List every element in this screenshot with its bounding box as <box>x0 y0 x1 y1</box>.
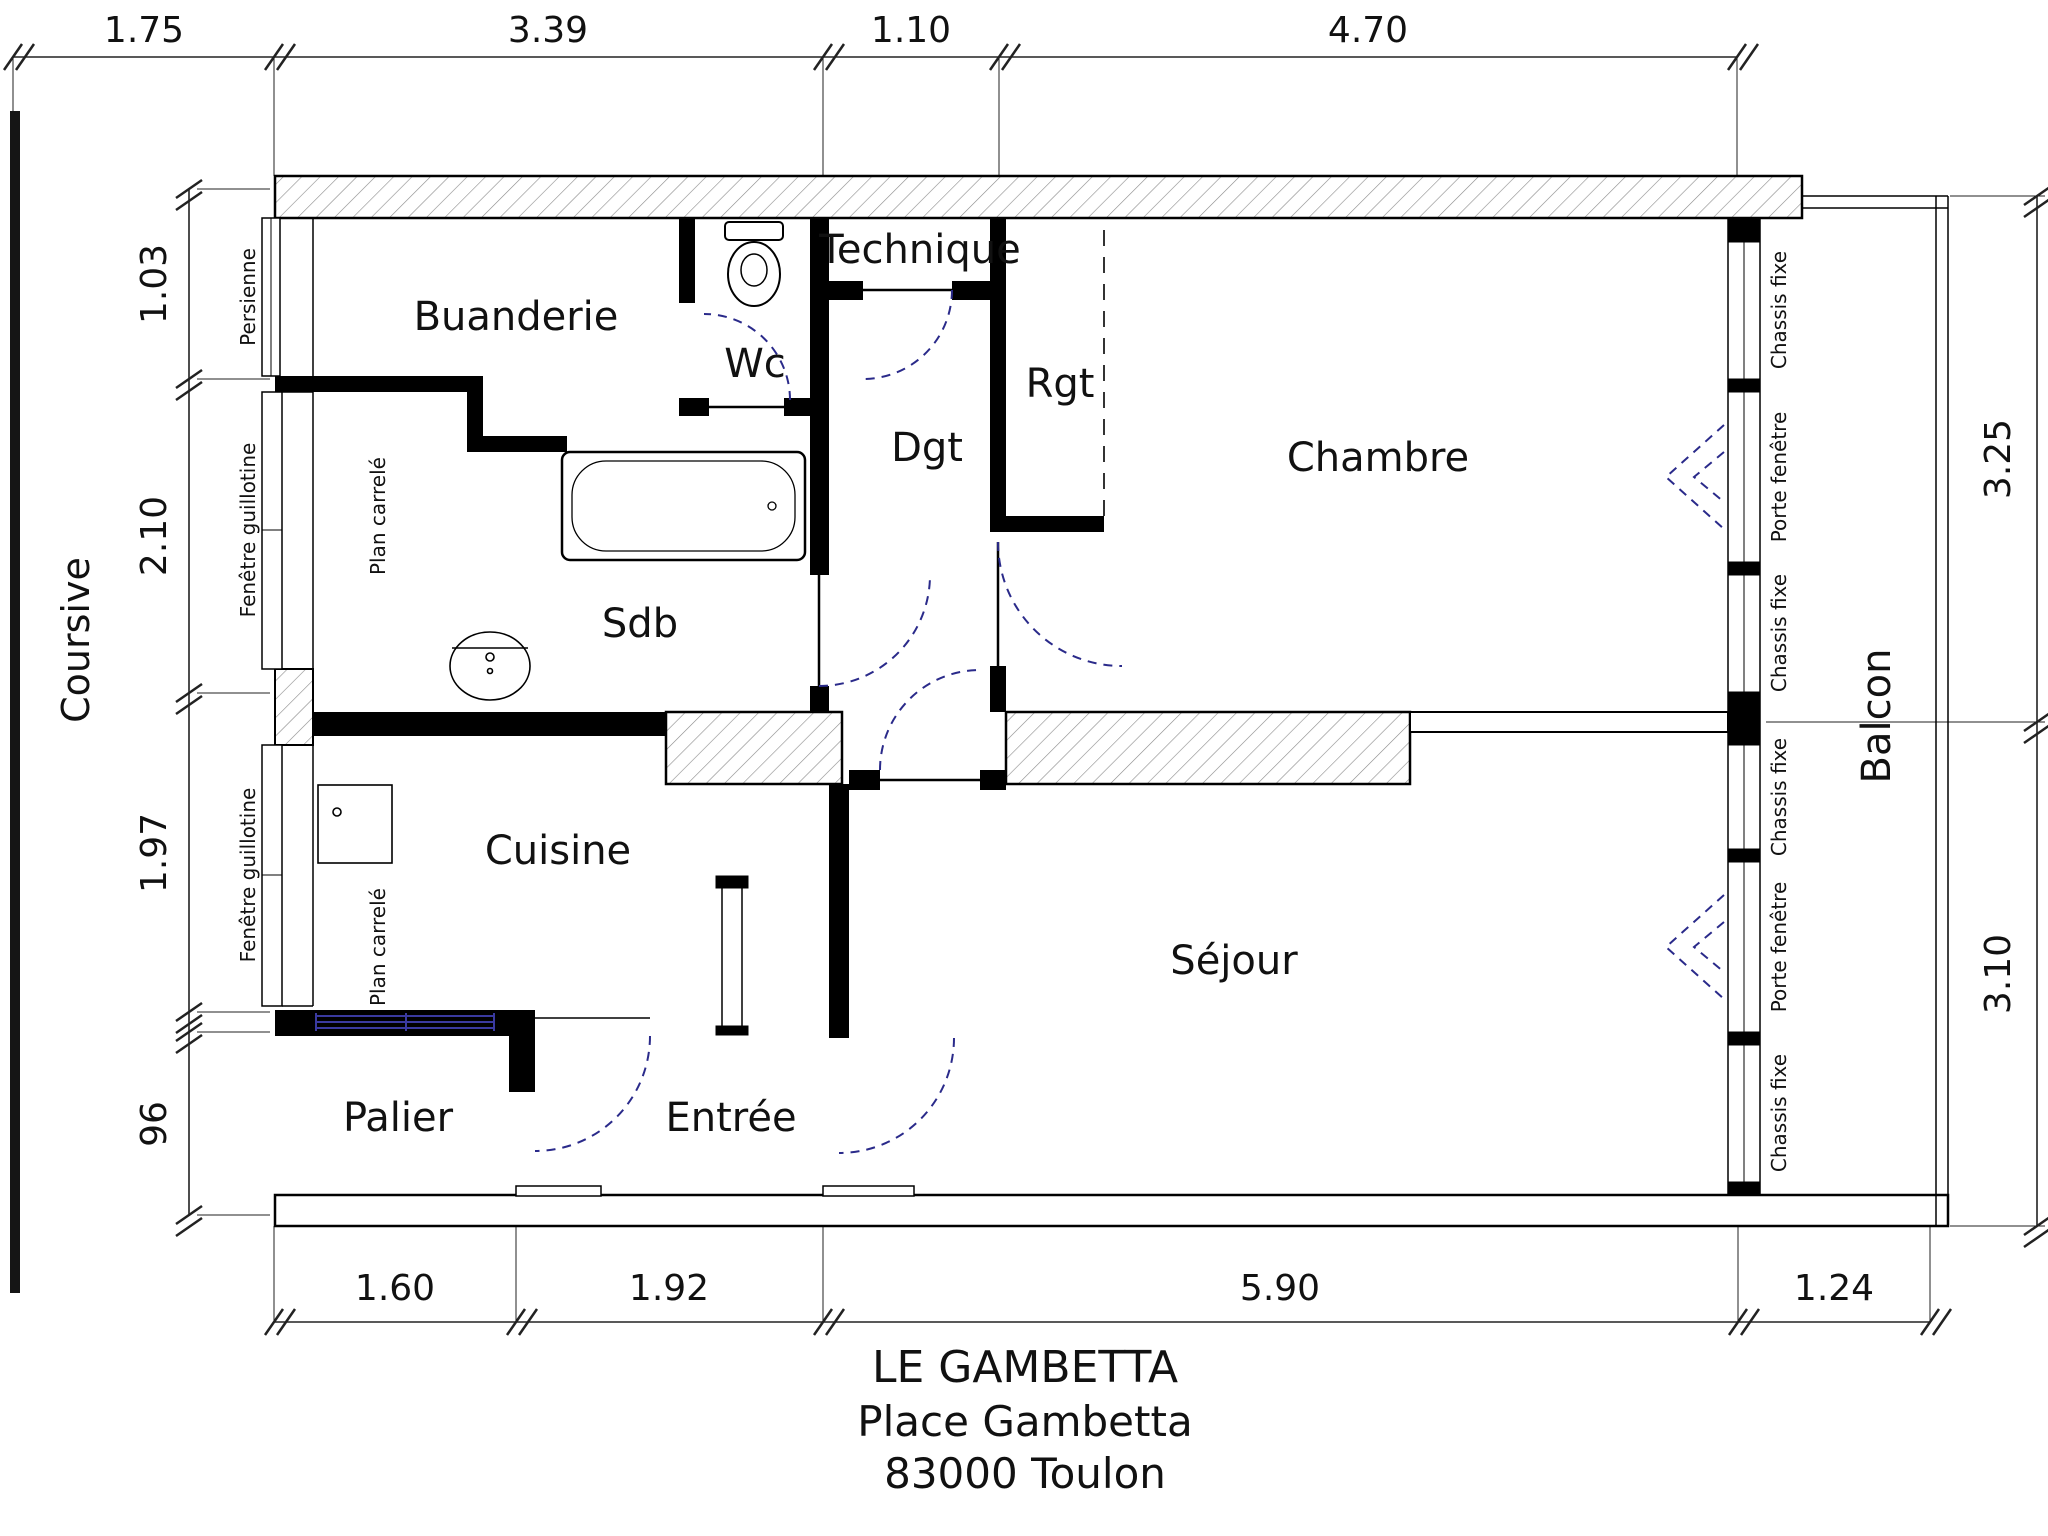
dimension-right: 3.25 3.10 <box>1766 185 2048 1249</box>
label-plan-carrele-1: Plan carrelé <box>366 457 390 575</box>
label-sejour: Séjour <box>1170 938 1298 984</box>
label-fenetre-guillotine-1: Fenêtre guillotine <box>236 443 260 618</box>
dim-right-2: 3.10 <box>1978 934 2019 1014</box>
dim-bottom-1: 1.60 <box>355 1268 435 1309</box>
title-block: LE GAMBETTA Place Gambetta 83000 Toulon <box>857 1342 1192 1498</box>
label-chassis-fixe-1: Chassis fixe <box>1767 251 1791 369</box>
label-plan-carrele-2: Plan carrelé <box>366 888 390 1006</box>
dim-bottom-4: 1.24 <box>1794 1268 1874 1309</box>
label-technique: Technique <box>818 227 1020 273</box>
dimension-top: 1.75 3.39 1.10 4.70 <box>2 10 1760 281</box>
dim-left-3: 1.97 <box>134 813 175 893</box>
label-persienne: Persienne <box>236 248 260 346</box>
dim-left-2: 2.10 <box>134 496 175 576</box>
label-rgt: Rgt <box>1026 361 1095 407</box>
title-building: LE GAMBETTA <box>872 1342 1178 1393</box>
bathtub-fixture <box>560 450 807 562</box>
right-window-wall <box>1727 217 1761 1196</box>
kitchen-unit <box>317 784 393 864</box>
left-windows <box>261 217 314 1007</box>
label-sdb: Sdb <box>602 601 678 647</box>
feature-labels: Persienne Fenêtre guillotine Fenêtre gui… <box>236 248 1791 1172</box>
dimension-bottom: 1.60 1.92 5.90 1.24 <box>263 1195 1953 1337</box>
label-cuisine: Cuisine <box>485 828 631 874</box>
dimension-left: 1.03 2.10 1.97 96 <box>134 178 270 1238</box>
label-chambre: Chambre <box>1287 435 1469 481</box>
pocket-door <box>715 875 749 1036</box>
kitchen-glazing <box>315 1013 495 1031</box>
toilet-fixture <box>724 221 784 307</box>
door-thresholds <box>515 1185 915 1197</box>
dim-bottom-2: 1.92 <box>629 1268 709 1309</box>
dim-left-4: 96 <box>134 1101 175 1147</box>
outer-walls <box>273 174 1950 1228</box>
dim-bottom-3: 5.90 <box>1240 1268 1320 1309</box>
dim-left-1: 1.03 <box>134 244 175 324</box>
label-dgt: Dgt <box>891 425 963 471</box>
label-entree: Entrée <box>665 1095 796 1141</box>
label-buanderie: Buanderie <box>414 294 619 340</box>
dim-top-3: 1.10 <box>871 10 951 51</box>
dim-top-2: 3.39 <box>508 10 588 51</box>
dim-right-1: 3.25 <box>1978 419 2019 499</box>
label-balcon: Balcon <box>1854 649 1900 784</box>
title-city: 83000 Toulon <box>884 1449 1166 1498</box>
door-swings <box>534 289 1725 1154</box>
label-fenetre-guillotine-2: Fenêtre guillotine <box>236 788 260 963</box>
balcony-edge <box>1802 195 1949 1226</box>
sink-fixture <box>449 631 531 701</box>
label-palier: Palier <box>343 1095 454 1141</box>
label-wc: Wc <box>724 341 786 387</box>
label-coursive: Coursive <box>54 557 98 723</box>
title-street: Place Gambetta <box>857 1397 1192 1446</box>
coursive-wall <box>10 111 20 1293</box>
room-labels: Buanderie Wc Technique Rgt Dgt Chambre S… <box>54 227 1900 1141</box>
dim-top-1: 1.75 <box>104 10 184 51</box>
label-porte-fenetre-1: Porte fenêtre <box>1767 412 1791 543</box>
label-chassis-fixe-2: Chassis fixe <box>1767 574 1791 692</box>
label-chassis-fixe-4: Chassis fixe <box>1767 1054 1791 1172</box>
dim-top-4: 4.70 <box>1328 10 1408 51</box>
label-porte-fenetre-2: Porte fenêtre <box>1767 882 1791 1013</box>
label-chassis-fixe-3: Chassis fixe <box>1767 738 1791 856</box>
interior-walls <box>313 218 1729 1038</box>
